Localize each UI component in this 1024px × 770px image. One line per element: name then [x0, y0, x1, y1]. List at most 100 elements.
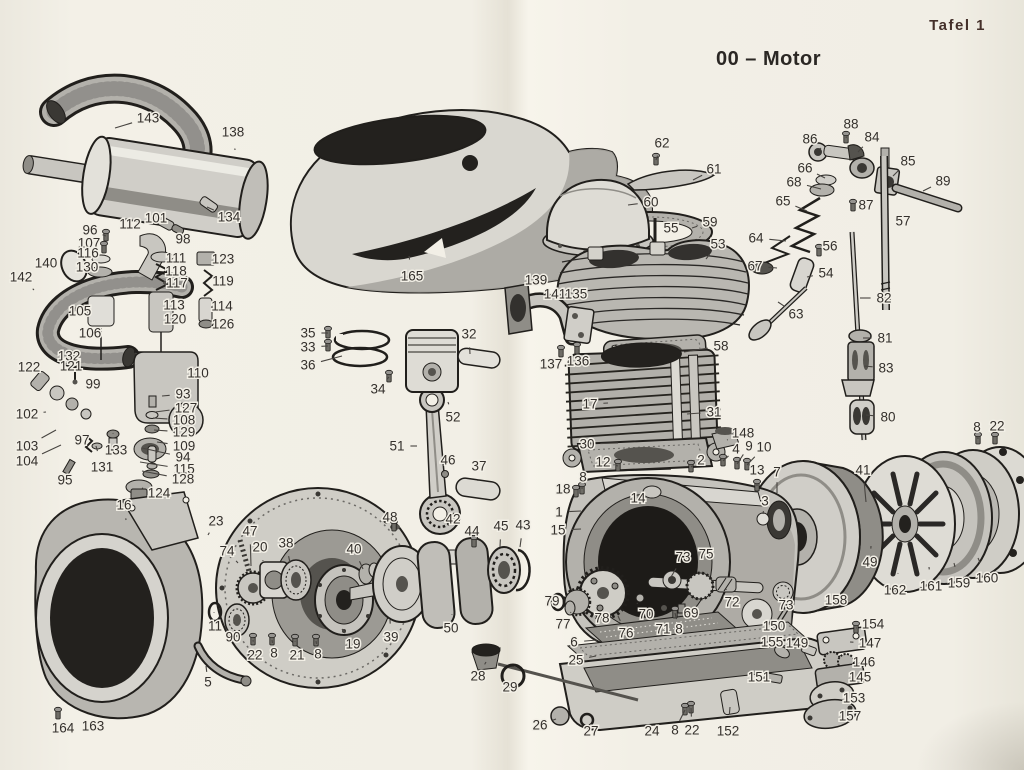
leader-line	[141, 447, 171, 455]
part-number-label: 102	[16, 407, 39, 422]
part-number-label: 126	[212, 317, 235, 332]
fastener-head	[849, 198, 858, 205]
part-number-label: 16	[116, 498, 131, 513]
leader-line	[746, 456, 756, 466]
leader-line	[235, 560, 239, 564]
leader-line	[977, 557, 981, 564]
fastener-head	[248, 632, 257, 639]
part-number-label: 133	[105, 443, 128, 458]
leader-line	[857, 146, 864, 153]
fastener-head	[652, 152, 661, 159]
part-number-label: 8	[973, 420, 981, 435]
connecting-rod-group	[419, 387, 501, 535]
fastener-head	[323, 338, 332, 345]
leader-line	[156, 441, 168, 445]
part-number-label: 152	[717, 724, 740, 739]
leader-line	[288, 556, 291, 564]
part-number-label: 53	[710, 237, 725, 252]
part-number-label: 162	[884, 583, 907, 598]
part-number-label: 7	[773, 465, 781, 480]
part-number-label: 44	[464, 524, 480, 539]
part-number-label: 118	[165, 264, 187, 279]
leader-line	[484, 661, 487, 665]
fastener-head	[578, 481, 587, 488]
part-number-label: 81	[877, 331, 892, 346]
part-number-label: 161	[920, 579, 943, 594]
part-number-label: 5	[204, 675, 212, 690]
part-number-label: 10	[756, 440, 771, 455]
plate-label: Tafel 1	[929, 17, 986, 34]
part-number-label: 106	[79, 326, 102, 341]
leader-line	[205, 665, 208, 672]
part-number-label: 120	[164, 312, 187, 327]
leader-line	[153, 429, 168, 432]
part-number-label: 38	[278, 536, 293, 551]
part-number-label: 34	[370, 382, 386, 397]
hose-clamp	[60, 249, 88, 283]
part-number-label: 15	[550, 523, 565, 538]
part-number-label: 22	[247, 648, 262, 663]
exhaust-nut	[199, 196, 218, 213]
part-number-label: 107	[78, 236, 101, 251]
part-number-label: 140	[35, 256, 58, 271]
part-number-label: 82	[876, 291, 891, 306]
part-number-label: 42	[445, 512, 460, 527]
part-number-label: 90	[225, 630, 240, 645]
part-number-label: 132	[58, 349, 81, 364]
part-number-label: 80	[880, 410, 895, 425]
fastener-head	[974, 431, 983, 438]
leader-line	[679, 709, 686, 722]
part-number-label: 104	[16, 454, 39, 469]
part-number-label: 19	[345, 637, 360, 652]
part-number-label: 8	[675, 622, 683, 637]
part-number-label: 51	[389, 439, 404, 454]
part-number-label: 137	[540, 357, 563, 372]
leader-line	[249, 544, 252, 567]
part-number-label: 12	[595, 455, 610, 470]
fastener-head	[323, 325, 332, 332]
leader-line	[615, 464, 619, 467]
leader-line	[777, 301, 786, 308]
base-gasket-bottom	[562, 436, 726, 474]
page-title: 00 – Motor	[716, 48, 822, 70]
part-number-label: 72	[724, 595, 739, 610]
part-number-label: 71	[655, 622, 670, 637]
part-number-label: 61	[706, 162, 721, 177]
leader-line	[102, 234, 107, 237]
leader-line	[691, 225, 698, 229]
part-number-label: 70	[638, 607, 653, 622]
pushrod-lifter-group	[841, 231, 875, 441]
fastener-head	[719, 453, 728, 460]
exhaust-flex-pipe	[39, 73, 213, 172]
leader-line	[892, 170, 899, 177]
leader-line	[206, 206, 215, 211]
leader-line	[953, 562, 956, 568]
part-number-label: 134	[218, 210, 241, 225]
part-number-label: 103	[16, 439, 39, 454]
cylinder-barrel	[564, 342, 722, 472]
leader-line	[154, 409, 170, 413]
leader-line	[819, 147, 822, 150]
part-number-label: 99	[85, 377, 100, 392]
part-number-label: 160	[976, 571, 999, 586]
leader-line	[152, 417, 168, 420]
intake-manifold	[504, 283, 595, 346]
part-number-label: 109	[173, 439, 196, 454]
part-number-label: 94	[175, 450, 191, 465]
part-number-label: 66	[797, 161, 812, 176]
part-number-label: 56	[822, 239, 837, 254]
part-number-label: 111	[166, 251, 187, 266]
fastener-head	[102, 228, 111, 235]
fastener-head	[100, 240, 109, 247]
part-number-label: 2	[697, 453, 705, 468]
part-number-label: 22	[989, 419, 1004, 434]
part-number-label: 129	[173, 425, 196, 440]
leader-line	[636, 602, 638, 604]
part-number-label: 77	[555, 617, 570, 632]
part-number-label: 11	[208, 619, 222, 634]
leader-line	[320, 355, 343, 363]
leader-line	[41, 444, 62, 455]
part-number-label: 8	[270, 646, 278, 661]
part-number-label: 123	[212, 252, 235, 267]
piston-group	[331, 329, 501, 393]
